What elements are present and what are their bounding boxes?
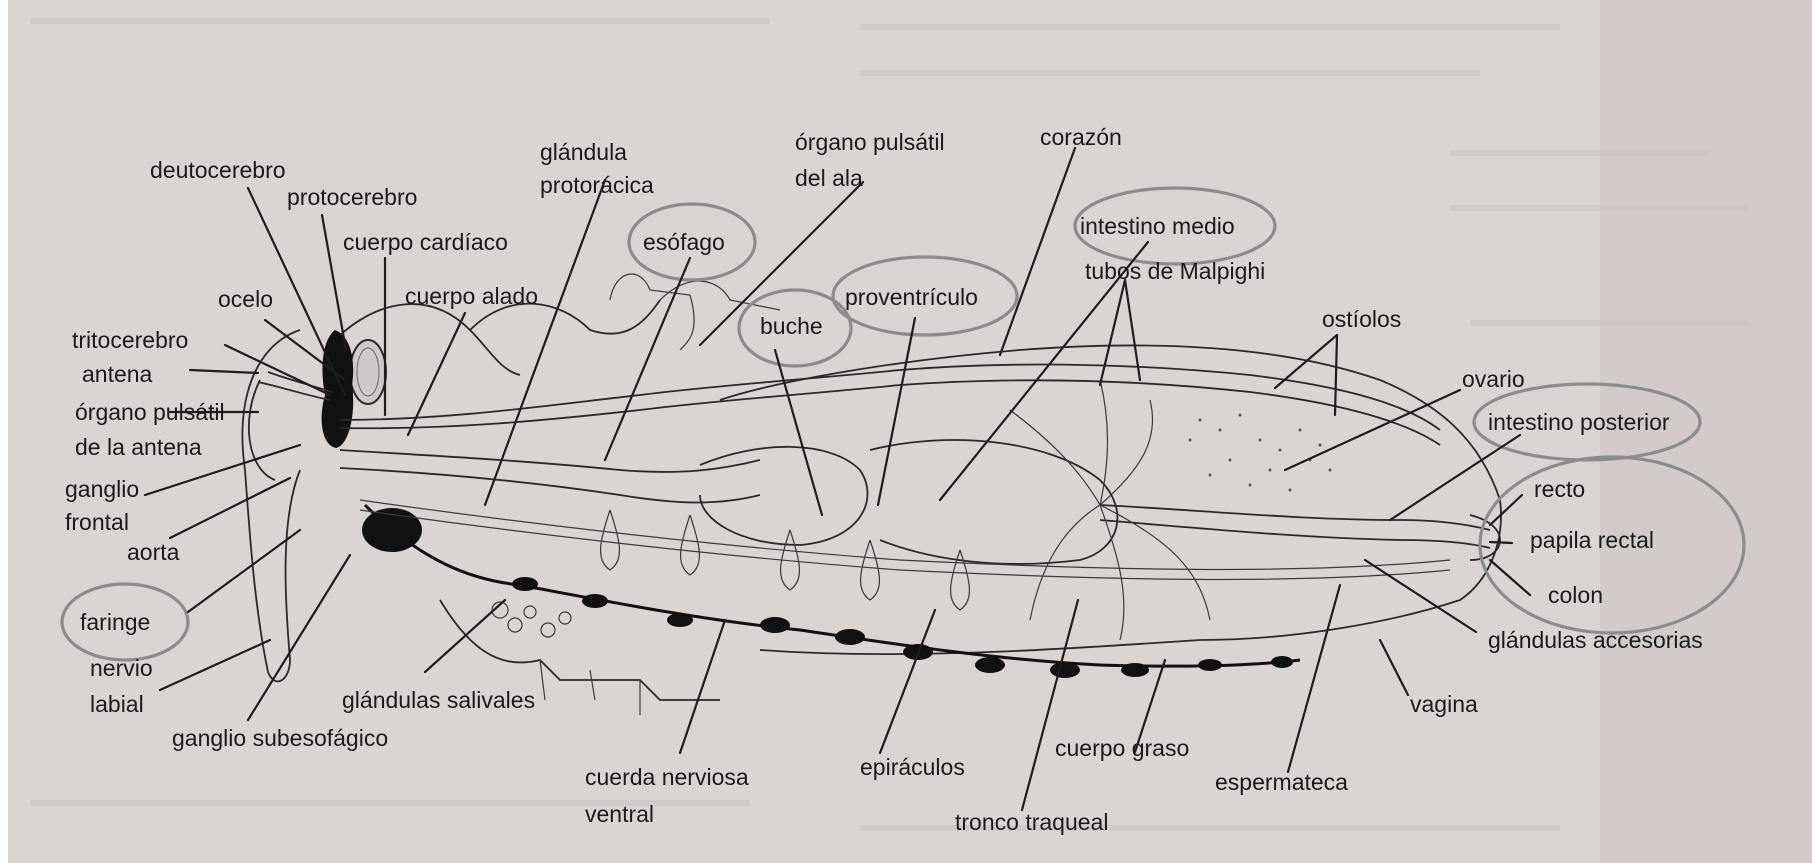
label-organo-pulsatil-antena-1: órgano pulsátil xyxy=(75,399,225,425)
label-ocelo: ocelo xyxy=(218,286,273,312)
label-antena: antena xyxy=(82,361,153,387)
label-colon: colon xyxy=(1548,582,1603,608)
label-ovario: ovario xyxy=(1462,366,1525,392)
label-ganglio-frontal-1: ganglio xyxy=(65,476,139,502)
label-faringe: faringe xyxy=(80,609,150,635)
label-proventriculo: proventrículo xyxy=(845,284,978,310)
label-intestino-posterior: intestino posterior xyxy=(1488,409,1670,435)
label-ganglio-frontal-2: frontal xyxy=(65,509,129,535)
label-buche: buche xyxy=(760,313,823,339)
label-ostiolos: ostíolos xyxy=(1322,306,1401,332)
label-nervio-labial-1: nervio xyxy=(90,655,153,681)
label-organo-pulsatil-ala-2: del ala xyxy=(795,165,863,191)
label-epiraculos: epiráculos xyxy=(860,754,965,780)
label-protocerebro: protocerebro xyxy=(287,184,417,210)
label-aorta: aorta xyxy=(127,539,180,565)
label-glandulas-accesorias: glándulas accesorias xyxy=(1488,627,1703,653)
label-ganglio-subesofagico: ganglio subesofágico xyxy=(172,725,388,751)
label-deutocerebro: deutocerebro xyxy=(150,157,286,183)
label-organo-pulsatil-antena-2: de la antena xyxy=(75,434,202,460)
label-recto: recto xyxy=(1534,476,1585,502)
label-glandula-protoracica-2: protorácica xyxy=(540,172,654,198)
label-tritocerebro: tritocerebro xyxy=(72,327,188,353)
label-cuerpo-graso: cuerpo graso xyxy=(1055,735,1189,761)
label-tubos-malpighi: tubos de Malpighi xyxy=(1085,258,1265,284)
label-cuerda-nerviosa-2: ventral xyxy=(585,801,654,827)
label-cuerda-nerviosa-1: cuerda nerviosa xyxy=(585,764,749,790)
label-papila-rectal: papila rectal xyxy=(1530,527,1654,553)
label-tronco-traqueal: tronco traqueal xyxy=(955,809,1108,835)
label-organo-pulsatil-ala-1: órgano pulsátil xyxy=(795,129,945,155)
label-cuerpo-cardiaco: cuerpo cardíaco xyxy=(343,229,508,255)
label-espermateca: espermateca xyxy=(1215,769,1348,795)
label-glandula-protoracica-1: glándula xyxy=(540,139,627,165)
label-esofago: esófago xyxy=(643,229,725,255)
label-glandulas-salivales: glándulas salivales xyxy=(342,687,535,713)
label-intestino-medio: intestino medio xyxy=(1080,213,1235,239)
label-nervio-labial-2: labial xyxy=(90,691,144,717)
label-cuerpo-alado: cuerpo alado xyxy=(405,283,538,309)
label-vagina: vagina xyxy=(1410,691,1478,717)
label-corazon: corazón xyxy=(1040,124,1122,150)
